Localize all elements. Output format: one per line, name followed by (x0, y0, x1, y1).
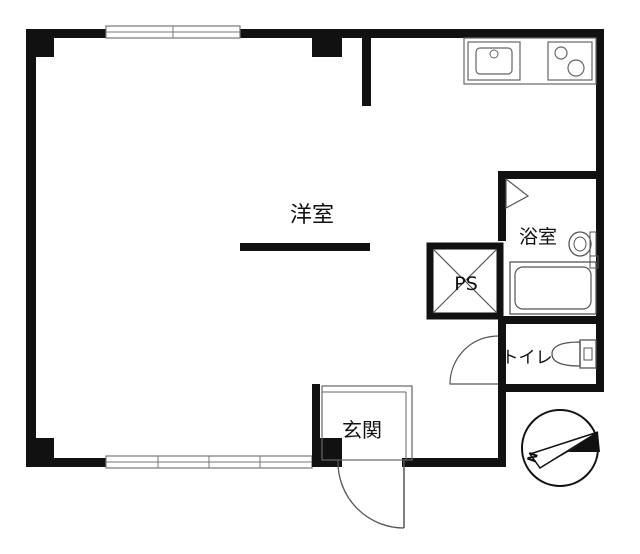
toilet-door-swing (449, 335, 499, 385)
washbasin-icon (568, 231, 597, 257)
kitchen-counter (463, 37, 597, 85)
bath-door-swing (505, 177, 530, 210)
wall-right-lower (498, 392, 506, 467)
label-toilet: トイレ (502, 348, 553, 368)
entrance-walls (312, 384, 413, 467)
label-bathroom: 浴室 (519, 226, 557, 248)
label-western-room: 洋室 (290, 203, 334, 228)
window-bottom (105, 455, 313, 469)
wall-stub-top (362, 36, 371, 106)
bathtub-icon (509, 255, 599, 315)
door-swing-icon (337, 459, 405, 529)
partition-bar (240, 243, 370, 251)
toilet-icon (551, 339, 597, 369)
label-pipe-space: PS (454, 273, 478, 295)
window-top (105, 25, 241, 39)
pipe-space (426, 242, 504, 320)
wall-right-upper (596, 29, 604, 177)
wall-bottom-right (402, 458, 506, 467)
sink-icon (467, 41, 521, 81)
toilet-walls (498, 324, 604, 392)
compass-icon: N (521, 409, 600, 487)
column-top-mid (312, 29, 342, 57)
stove-icon (547, 41, 593, 81)
column-bottom-left (26, 438, 54, 467)
compass-north-label: N (524, 450, 541, 464)
bathroom-walls (498, 171, 604, 324)
label-entrance: 玄関 (342, 418, 382, 442)
column-top-left (26, 29, 54, 57)
wall-left (26, 29, 36, 467)
